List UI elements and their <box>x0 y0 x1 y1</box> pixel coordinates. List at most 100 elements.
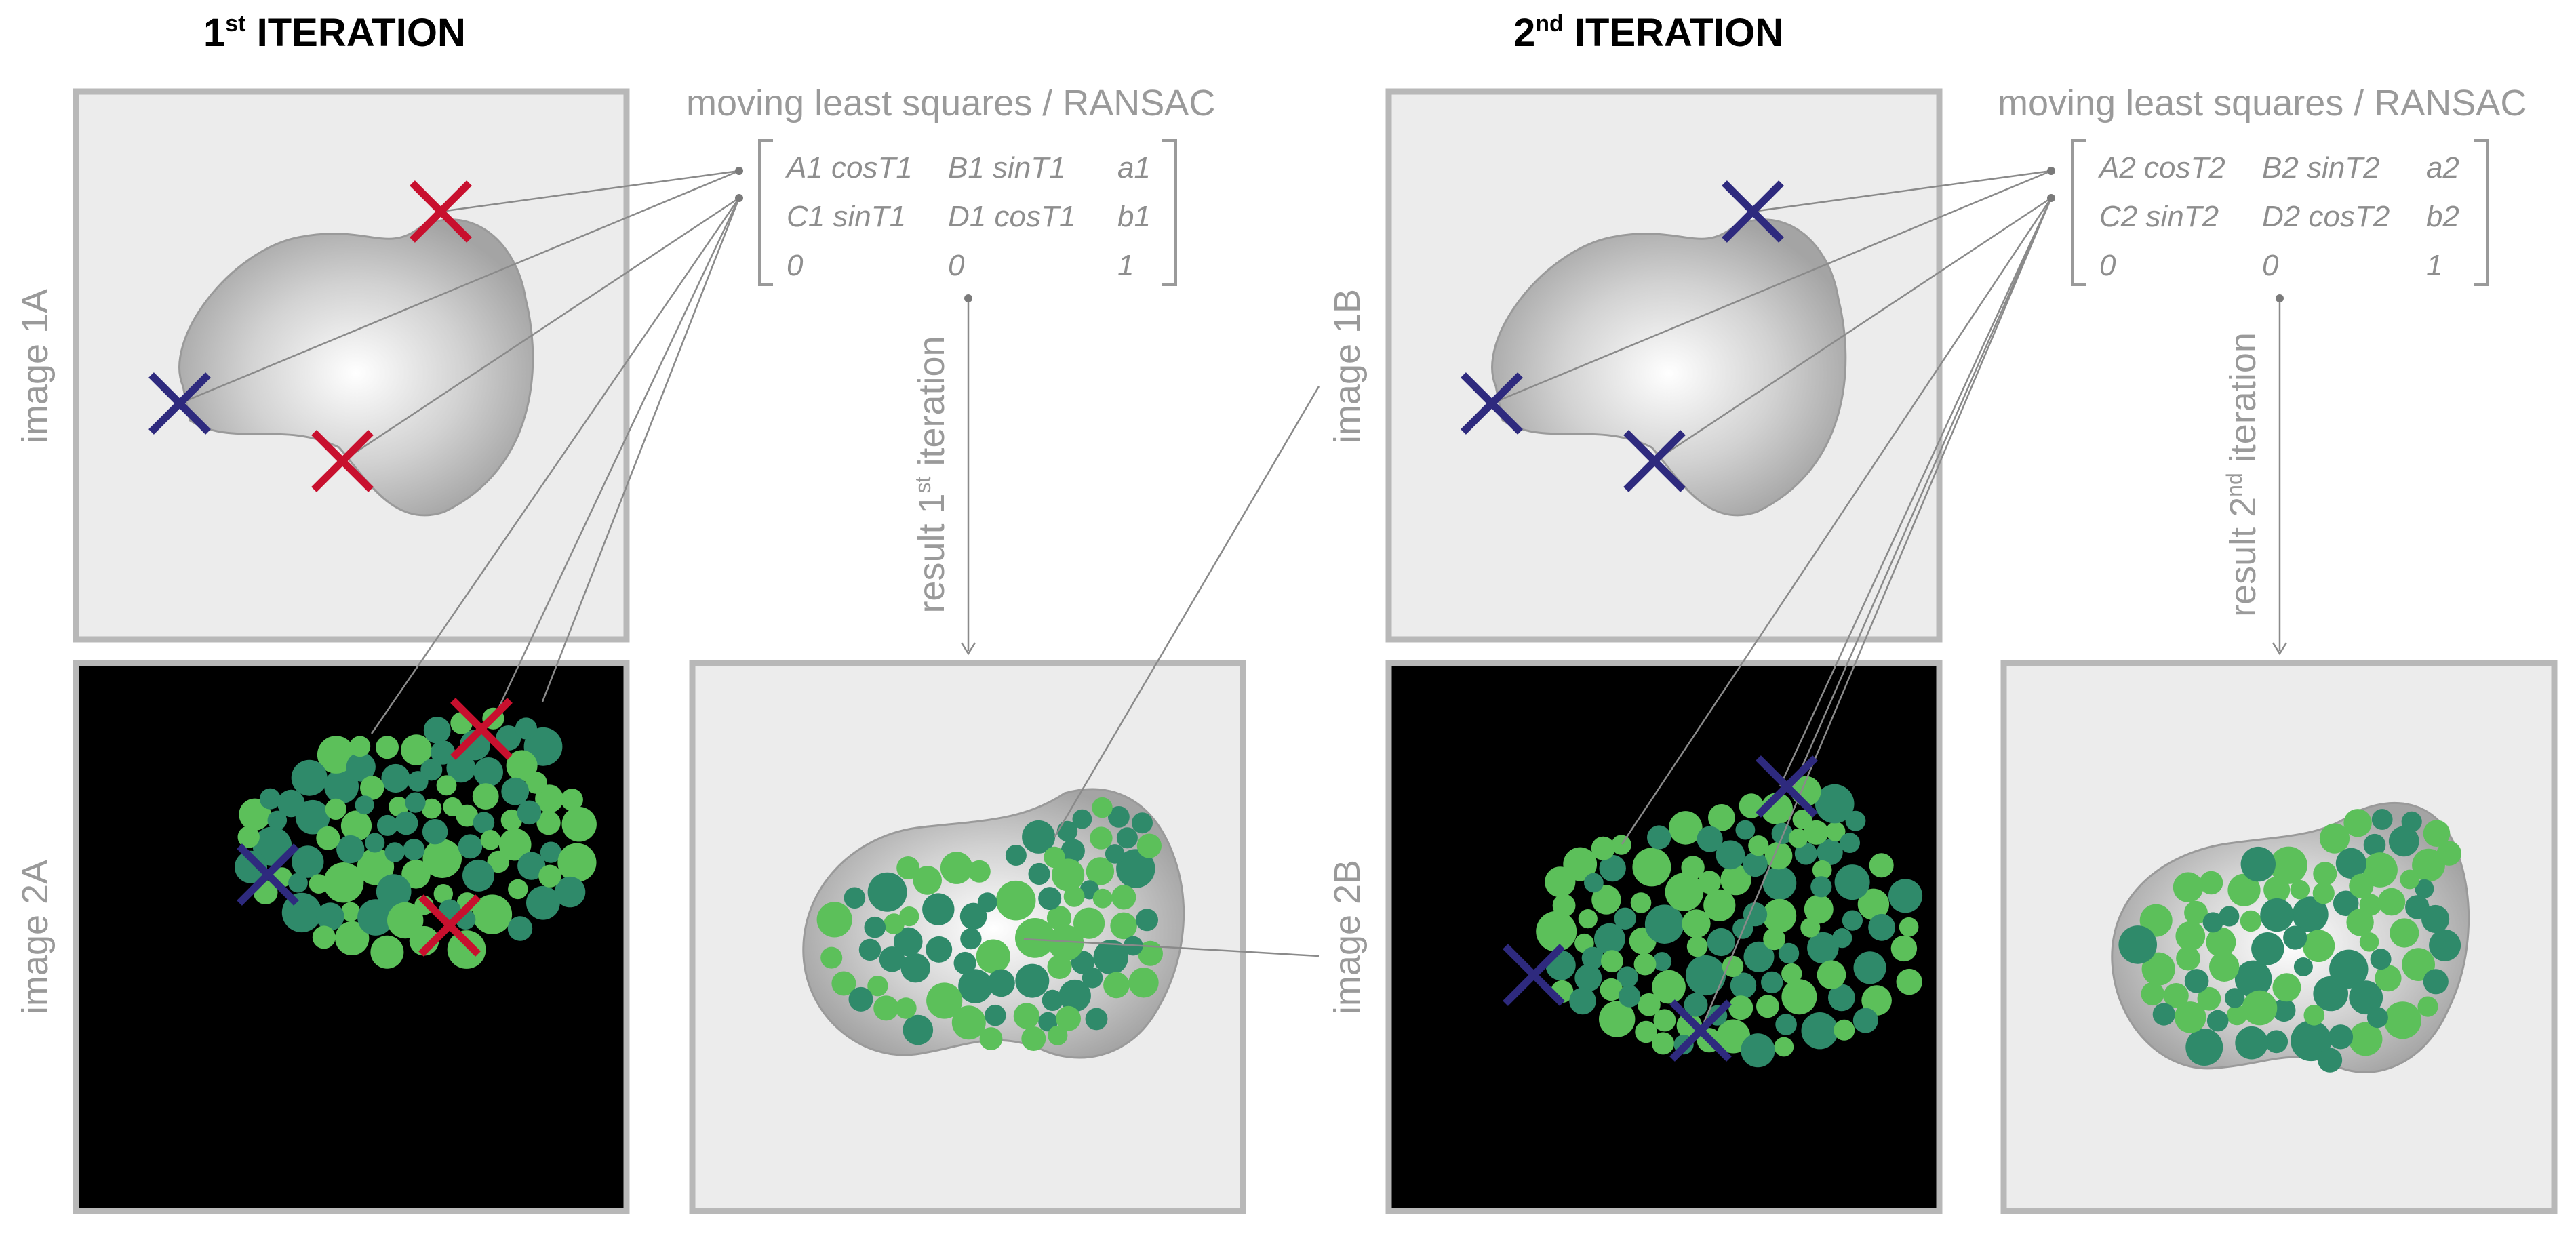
cell-dot <box>1697 826 1723 852</box>
cell-dot <box>1086 857 1115 885</box>
cell-dot <box>1817 839 1843 866</box>
cell-dot <box>357 899 394 936</box>
cell-dot <box>355 795 374 815</box>
method-label-iteration-2: moving least squares / RANSAC <box>1998 83 2527 123</box>
cell-dot <box>1591 885 1621 915</box>
cell-dot <box>1136 909 1158 932</box>
cell-dot <box>1581 946 1604 970</box>
cell-dot <box>2429 929 2461 961</box>
cell-dot <box>316 902 344 931</box>
cell-dot <box>1788 829 1808 848</box>
cell-dot <box>2209 951 2240 982</box>
cell-dot <box>1761 971 1783 994</box>
cell-dot <box>1103 972 1130 999</box>
cell-dot <box>1708 804 1735 831</box>
cell-dot <box>1028 862 1050 885</box>
cell-dot <box>1804 820 1829 845</box>
cell-dot <box>1810 876 1832 898</box>
connector-line <box>541 197 740 702</box>
cell-dot <box>831 971 856 996</box>
cell-dot <box>1116 827 1138 849</box>
cell-dot <box>2185 1029 2223 1066</box>
cell-dot <box>1048 1025 1068 1045</box>
cell-dot <box>557 843 597 882</box>
cell-dot <box>953 951 976 975</box>
cell-dot <box>1896 968 1922 995</box>
cell-dot <box>473 812 495 833</box>
cell-dot <box>2383 1001 2421 1039</box>
connector-lines-iteration-2 <box>1491 170 2288 1031</box>
matrix-1-cell: 1 <box>1117 249 1134 282</box>
cell-dot <box>1022 820 1056 854</box>
cell-dot <box>360 776 384 800</box>
cell-dot <box>1021 1026 1046 1051</box>
cell-dot <box>2348 1022 2383 1056</box>
cell-dot <box>1618 985 1641 1008</box>
cell-dot <box>394 811 418 835</box>
cell-dot <box>1047 955 1072 979</box>
cell-dot <box>1110 912 1137 940</box>
connector-line <box>1654 197 2052 462</box>
cell-dot <box>1090 826 1113 850</box>
cell-dot <box>968 860 991 883</box>
label-image-1b: image 1B <box>1327 289 1368 443</box>
cell-dot <box>2118 925 2157 964</box>
cell-dot <box>1652 952 1672 972</box>
cell-dot <box>1630 892 1652 913</box>
cell-dot <box>2415 879 2434 898</box>
cell-dot <box>1594 923 1625 955</box>
cell-dot <box>1825 822 1846 841</box>
landmark-cross-icon <box>311 430 374 492</box>
cell-dot <box>2272 998 2296 1022</box>
cell-dot <box>1888 879 1923 913</box>
cell-dot <box>1652 970 1686 1004</box>
connector-line <box>1023 938 1320 957</box>
cell-dot <box>498 828 532 861</box>
cell-dot <box>2163 983 2189 1008</box>
method-label-iteration-1: moving least squares / RANSAC <box>686 83 1215 123</box>
matrix-2-right-bracket <box>2474 139 2489 286</box>
cell-dot <box>2363 833 2386 856</box>
cell-dot <box>1794 842 1817 865</box>
cell-dot <box>349 736 371 757</box>
connector-lines-iteration-1 <box>179 170 976 734</box>
cell-dot <box>1085 1008 1108 1031</box>
cell-dot <box>1599 854 1626 882</box>
cell-dot <box>357 848 395 885</box>
cell-dot <box>1697 871 1721 894</box>
cell-dot <box>958 969 993 1003</box>
cell-dot <box>1038 887 1062 911</box>
cell-dot <box>2260 898 2294 932</box>
landmark-cross-icon <box>1623 430 1686 492</box>
cell-dot <box>2270 846 2307 884</box>
cell-dot <box>1574 964 1602 992</box>
cell-dot <box>1832 928 1852 949</box>
cell-dot <box>2370 949 2392 970</box>
connector-line <box>1792 197 2053 787</box>
matrix-2-cell: B2 sinT2 <box>2262 151 2380 184</box>
cell-dot <box>389 797 409 817</box>
cell-dot <box>2173 872 2204 902</box>
landmark-cross-icon <box>418 894 481 957</box>
cell-dot <box>2234 960 2272 998</box>
cell-dot <box>873 995 899 1021</box>
cell-dot <box>858 938 881 961</box>
cell-dot <box>422 839 462 878</box>
cell-dot <box>1584 873 1604 893</box>
cell-dot <box>525 772 547 794</box>
label-image-1a: image 1A <box>15 289 56 443</box>
cell-dot <box>2335 848 2366 879</box>
cell-dot <box>433 884 453 904</box>
cell-dot <box>1116 849 1155 888</box>
cell-dot <box>1038 1012 1058 1032</box>
cell-dot <box>1762 866 1797 900</box>
cell-dot <box>1728 995 1753 1020</box>
cell-dot <box>2292 896 2329 933</box>
cell-dot <box>977 892 997 913</box>
cell-cluster-2a <box>235 707 597 969</box>
cell-dot <box>267 810 288 831</box>
cell-dot <box>2235 1026 2268 1060</box>
cell-dot <box>1685 955 1726 996</box>
cell-dot <box>2303 1005 2325 1026</box>
cell-dot <box>561 789 583 811</box>
